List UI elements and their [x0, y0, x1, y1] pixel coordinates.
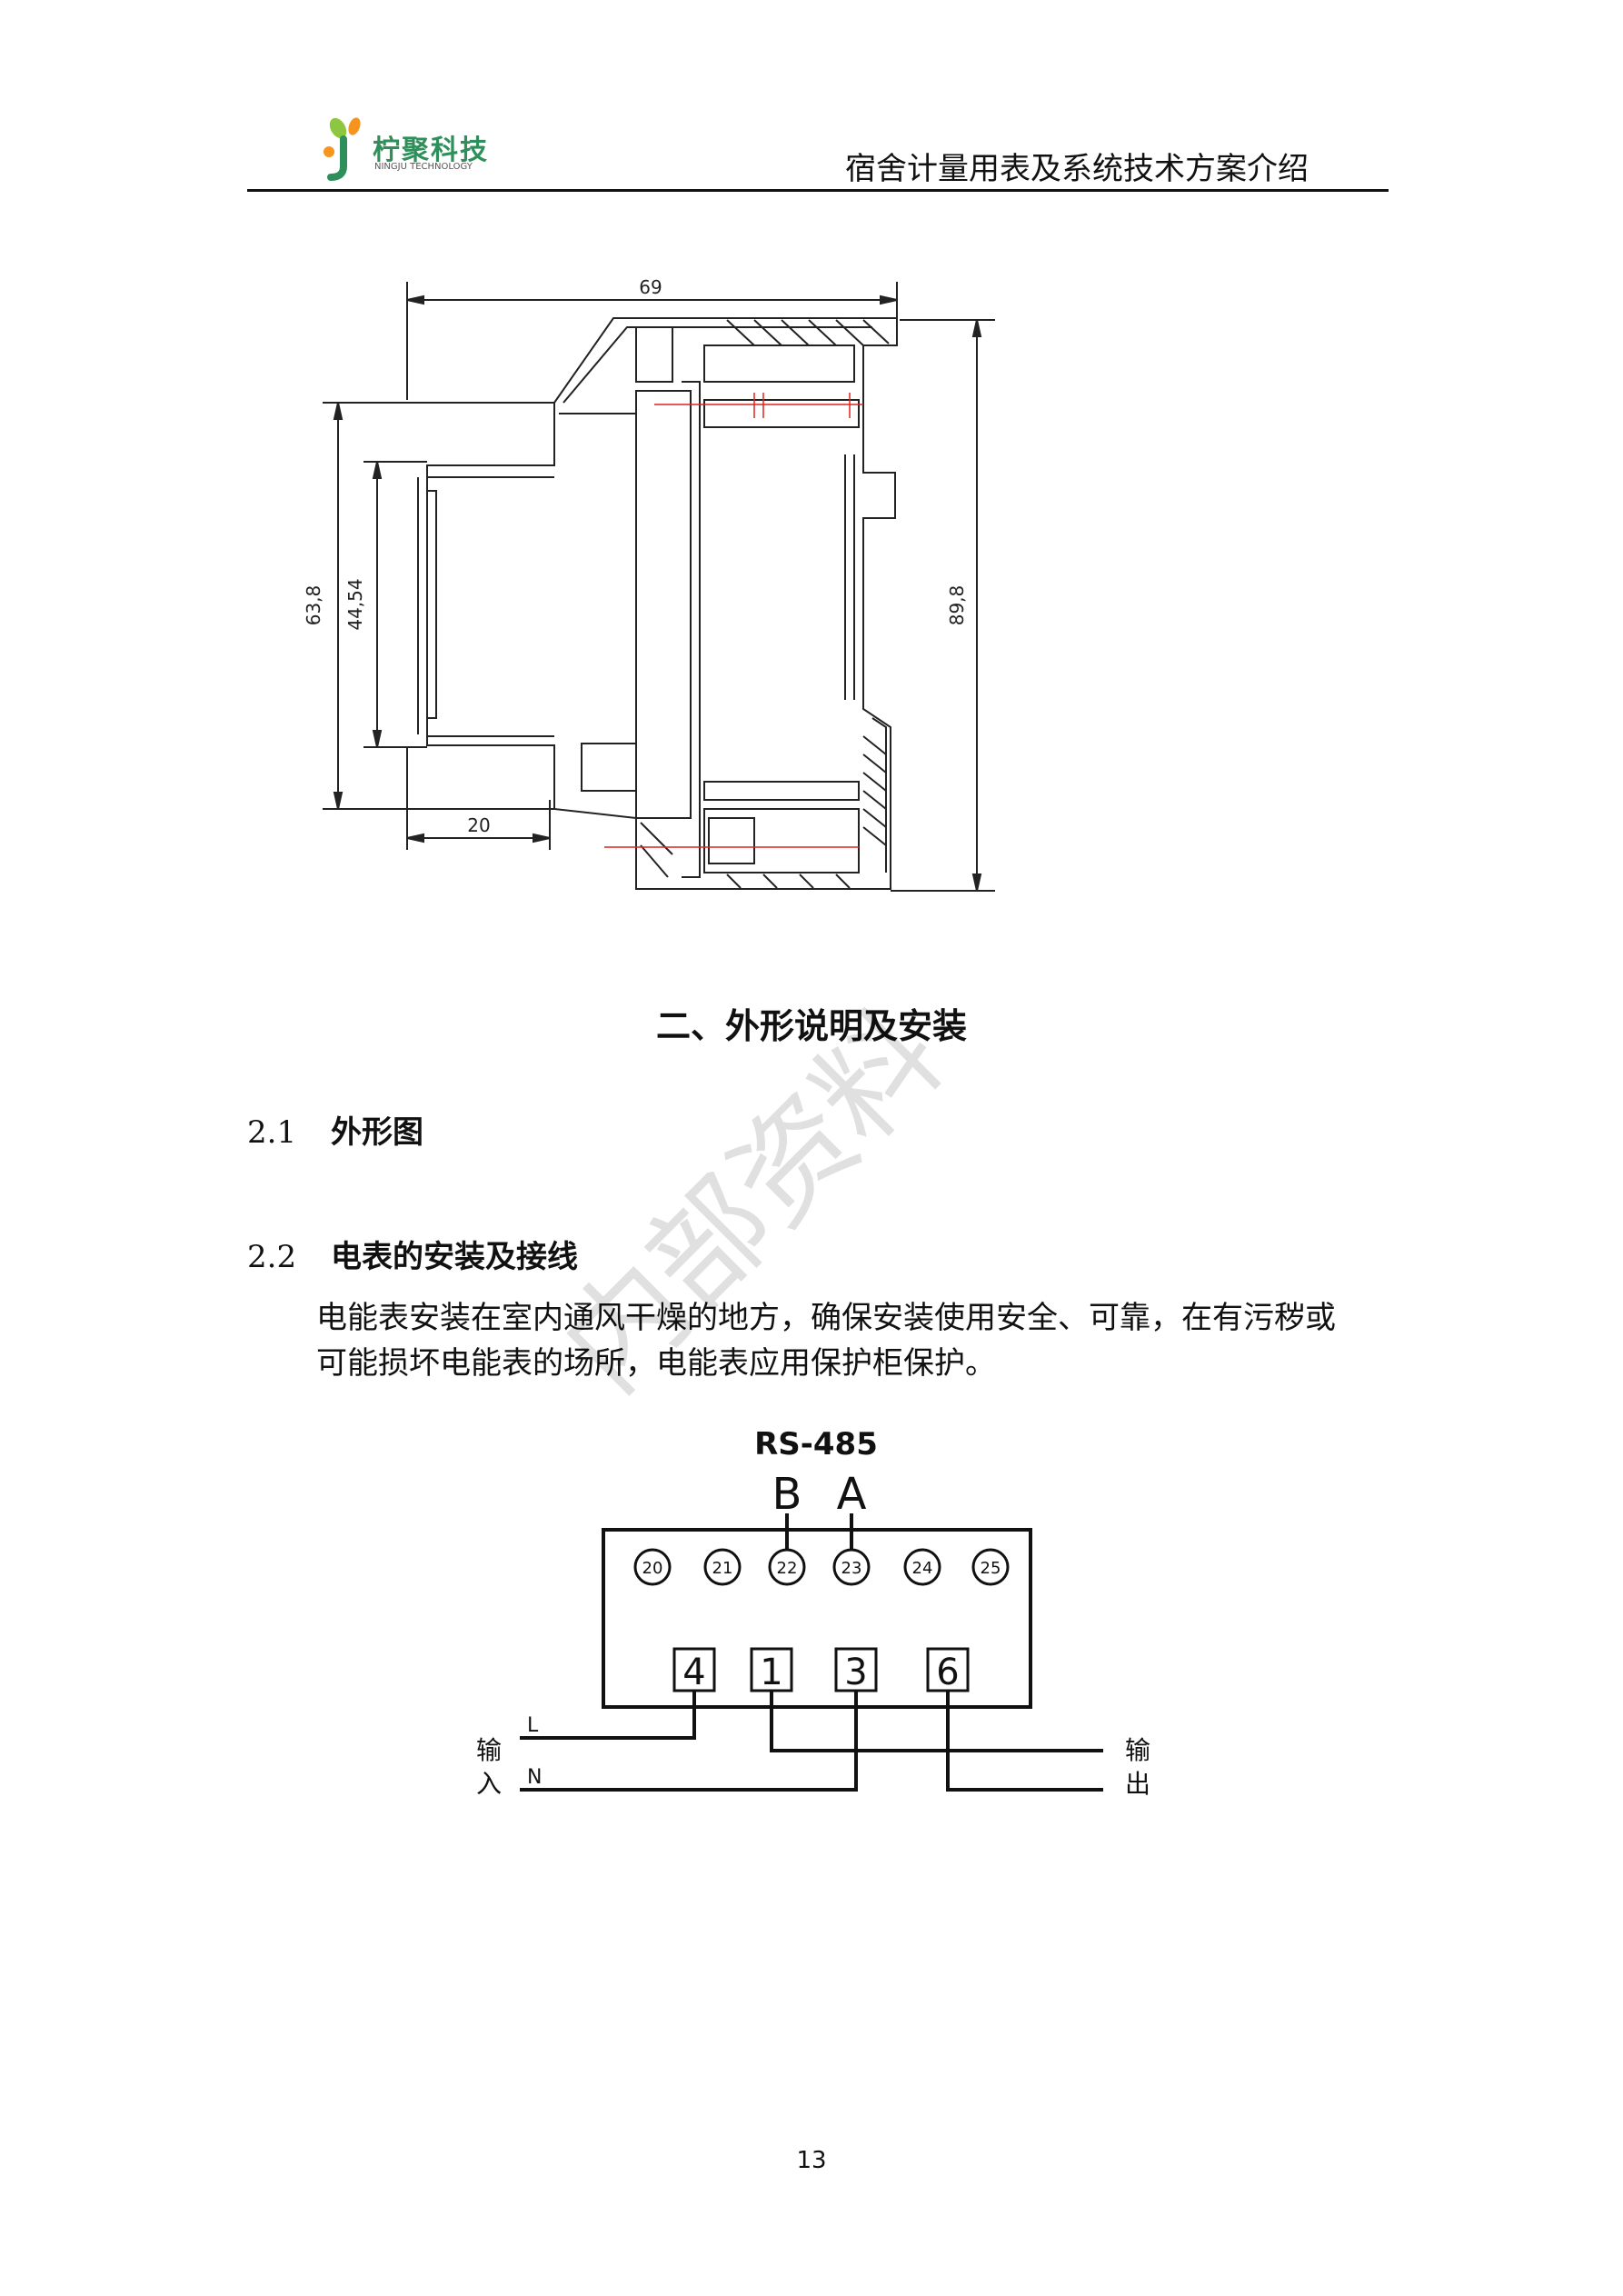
company-logo [324, 117, 361, 181]
subsection-heading: 2.2 电表的安装及接线 [247, 1232, 578, 1276]
wiring-diagram: RS-485 B A 20 21 22 23 24 25 4 1 3 6 [476, 1426, 1150, 1799]
terminal-number: 24 [912, 1559, 933, 1578]
terminal-b-label: B [772, 1469, 802, 1520]
input-label-2: 入 [476, 1769, 502, 1799]
line-n-label: N [527, 1766, 542, 1789]
terminal-box-number: 4 [682, 1652, 705, 1693]
rs485-label: RS-485 [754, 1426, 878, 1462]
terminal-box-number: 1 [760, 1652, 782, 1693]
dimension-drawing: 69 20 63,8 44,54 89,8 [303, 276, 995, 892]
dim-right-label: 89,8 [946, 585, 968, 626]
subsection-number: 2.2 [247, 1239, 297, 1275]
terminal-22 [768, 1548, 806, 1586]
terminal-20 [633, 1548, 672, 1586]
output-label-2: 出 [1125, 1769, 1150, 1799]
subsection-title: 电表的安装及接线 [331, 1239, 578, 1275]
page-number: 13 [796, 2147, 827, 2174]
header-title: 宿舍计量用表及系统技术方案介绍 [845, 151, 1309, 187]
terminal-23 [832, 1548, 871, 1586]
dim-left-inner-label: 44,54 [344, 578, 366, 630]
dim-bottom-label: 20 [467, 814, 490, 836]
terminal-number: 20 [642, 1559, 663, 1578]
terminal-number: 25 [981, 1559, 1001, 1578]
terminal-box-number: 6 [936, 1652, 959, 1693]
body-paragraph-line: 可能损坏电能表的场所，电能表应用保护柜保护。 [316, 1345, 996, 1382]
logo-subtext: NINGJU TECHNOLOGY [374, 162, 473, 172]
body-paragraph-line: 电能表安装在室内通风干燥的地方，确保安装使用安全、可靠，在有污秽或 [316, 1300, 1336, 1336]
subsection-number: 2.1 [247, 1114, 297, 1151]
terminal-21 [703, 1548, 742, 1586]
terminal-24 [903, 1548, 941, 1586]
terminal-25 [971, 1548, 1010, 1586]
subsection-heading: 2.1 外形图 [247, 1107, 423, 1152]
terminal-number: 22 [777, 1559, 798, 1578]
dim-left-outer-label: 63,8 [303, 585, 324, 626]
terminal-box-1 [750, 1647, 793, 1692]
header-divider [247, 189, 1389, 192]
terminal-box-number: 3 [844, 1652, 867, 1693]
line-l-label: L [527, 1714, 539, 1737]
terminal-a-label: A [837, 1469, 867, 1520]
logo-text: 柠聚科技 [373, 135, 489, 166]
output-label-1: 输 [1125, 1735, 1150, 1765]
subsection-title: 外形图 [331, 1114, 423, 1151]
section-title: 二、外形说明及安装 [655, 1005, 967, 1046]
terminal-number: 23 [841, 1559, 862, 1578]
input-label-1: 输 [476, 1735, 502, 1765]
terminal-box-6 [926, 1647, 970, 1692]
dim-width-label: 69 [639, 276, 662, 298]
terminal-number: 21 [712, 1559, 733, 1578]
